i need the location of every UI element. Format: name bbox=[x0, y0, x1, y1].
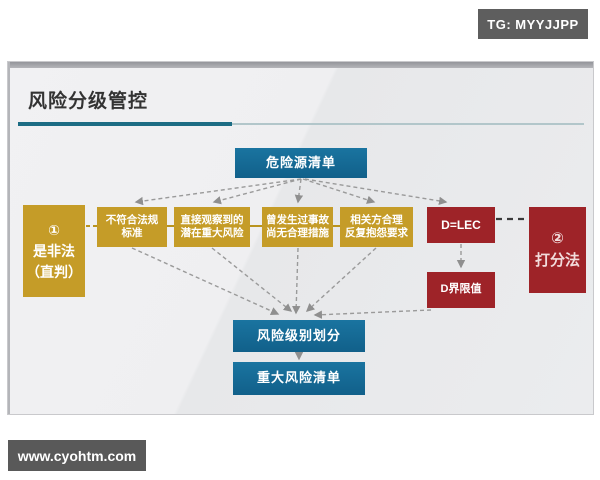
method1-label-line2: （直判） bbox=[26, 263, 82, 280]
criterion-line2: 潜在重大风险 bbox=[180, 227, 244, 239]
dlimit-label: D界限值 bbox=[440, 283, 482, 296]
dlec-label: D=LEC bbox=[441, 217, 481, 232]
presentation-slide: 风险分级管控 bbox=[7, 61, 594, 415]
criterion-line2: 反复抱怨要求 bbox=[345, 227, 408, 239]
flow-box-criterion-past-accident: 曾发生过事故 尚无合理措施 bbox=[262, 207, 333, 247]
criterion-line1: 直接观察到的 bbox=[180, 213, 244, 226]
method2-number: ② bbox=[551, 229, 564, 247]
flow-box-label: 重大风险清单 bbox=[256, 370, 341, 386]
flow-box-d-threshold: D界限值 bbox=[427, 272, 495, 308]
criterion-line1: 不符合法规 bbox=[105, 213, 159, 226]
criterion-line1: 相关方合理 bbox=[350, 213, 403, 226]
criterion-line2: 标准 bbox=[121, 227, 143, 239]
title-underline-rule bbox=[232, 123, 584, 125]
flow-box-d-lec-formula: D=LEC bbox=[427, 207, 495, 243]
flow-box-label: 风险级别划分 bbox=[256, 327, 341, 343]
flow-arrows bbox=[86, 178, 528, 361]
method1-number: ① bbox=[48, 221, 60, 238]
flow-box-major-risk-list: 重大风险清单 bbox=[233, 362, 365, 395]
criterion-line2: 尚无合理措施 bbox=[266, 227, 329, 239]
tg-badge-text: TG: MYYJJPP bbox=[487, 16, 579, 32]
watermark-badge: www.cyohtm.com bbox=[8, 440, 146, 471]
method1-label-line1: 是非法 bbox=[33, 242, 75, 259]
flow-box-criterion-observed-risk: 直接观察到的 潜在重大风险 bbox=[174, 207, 250, 247]
flow-box-risk-level-classification: 风险级别划分 bbox=[233, 320, 365, 352]
flow-box-criterion-stakeholder-complaints: 相关方合理 反复抱怨要求 bbox=[340, 207, 413, 247]
flow-box-label: 危险源清单 bbox=[265, 154, 336, 170]
title-underline-accent bbox=[18, 122, 232, 126]
watermark-text: www.cyohtm.com bbox=[17, 447, 137, 464]
slide-title: 风险分级管控 bbox=[28, 91, 149, 112]
flow-box-method1-direct-judgement: ① 是非法 （直判） bbox=[23, 205, 85, 297]
flow-box-hazard-source-list: 危险源清单 bbox=[235, 148, 367, 178]
tg-badge: TG: MYYJJPP bbox=[478, 9, 588, 39]
criterion-line1: 曾发生过事故 bbox=[266, 213, 329, 226]
method2-label: 打分法 bbox=[534, 252, 580, 269]
flow-box-method2-scoring: ② 打分法 bbox=[529, 207, 586, 293]
flow-box-criterion-noncompliance: 不符合法规 标准 bbox=[97, 207, 167, 247]
